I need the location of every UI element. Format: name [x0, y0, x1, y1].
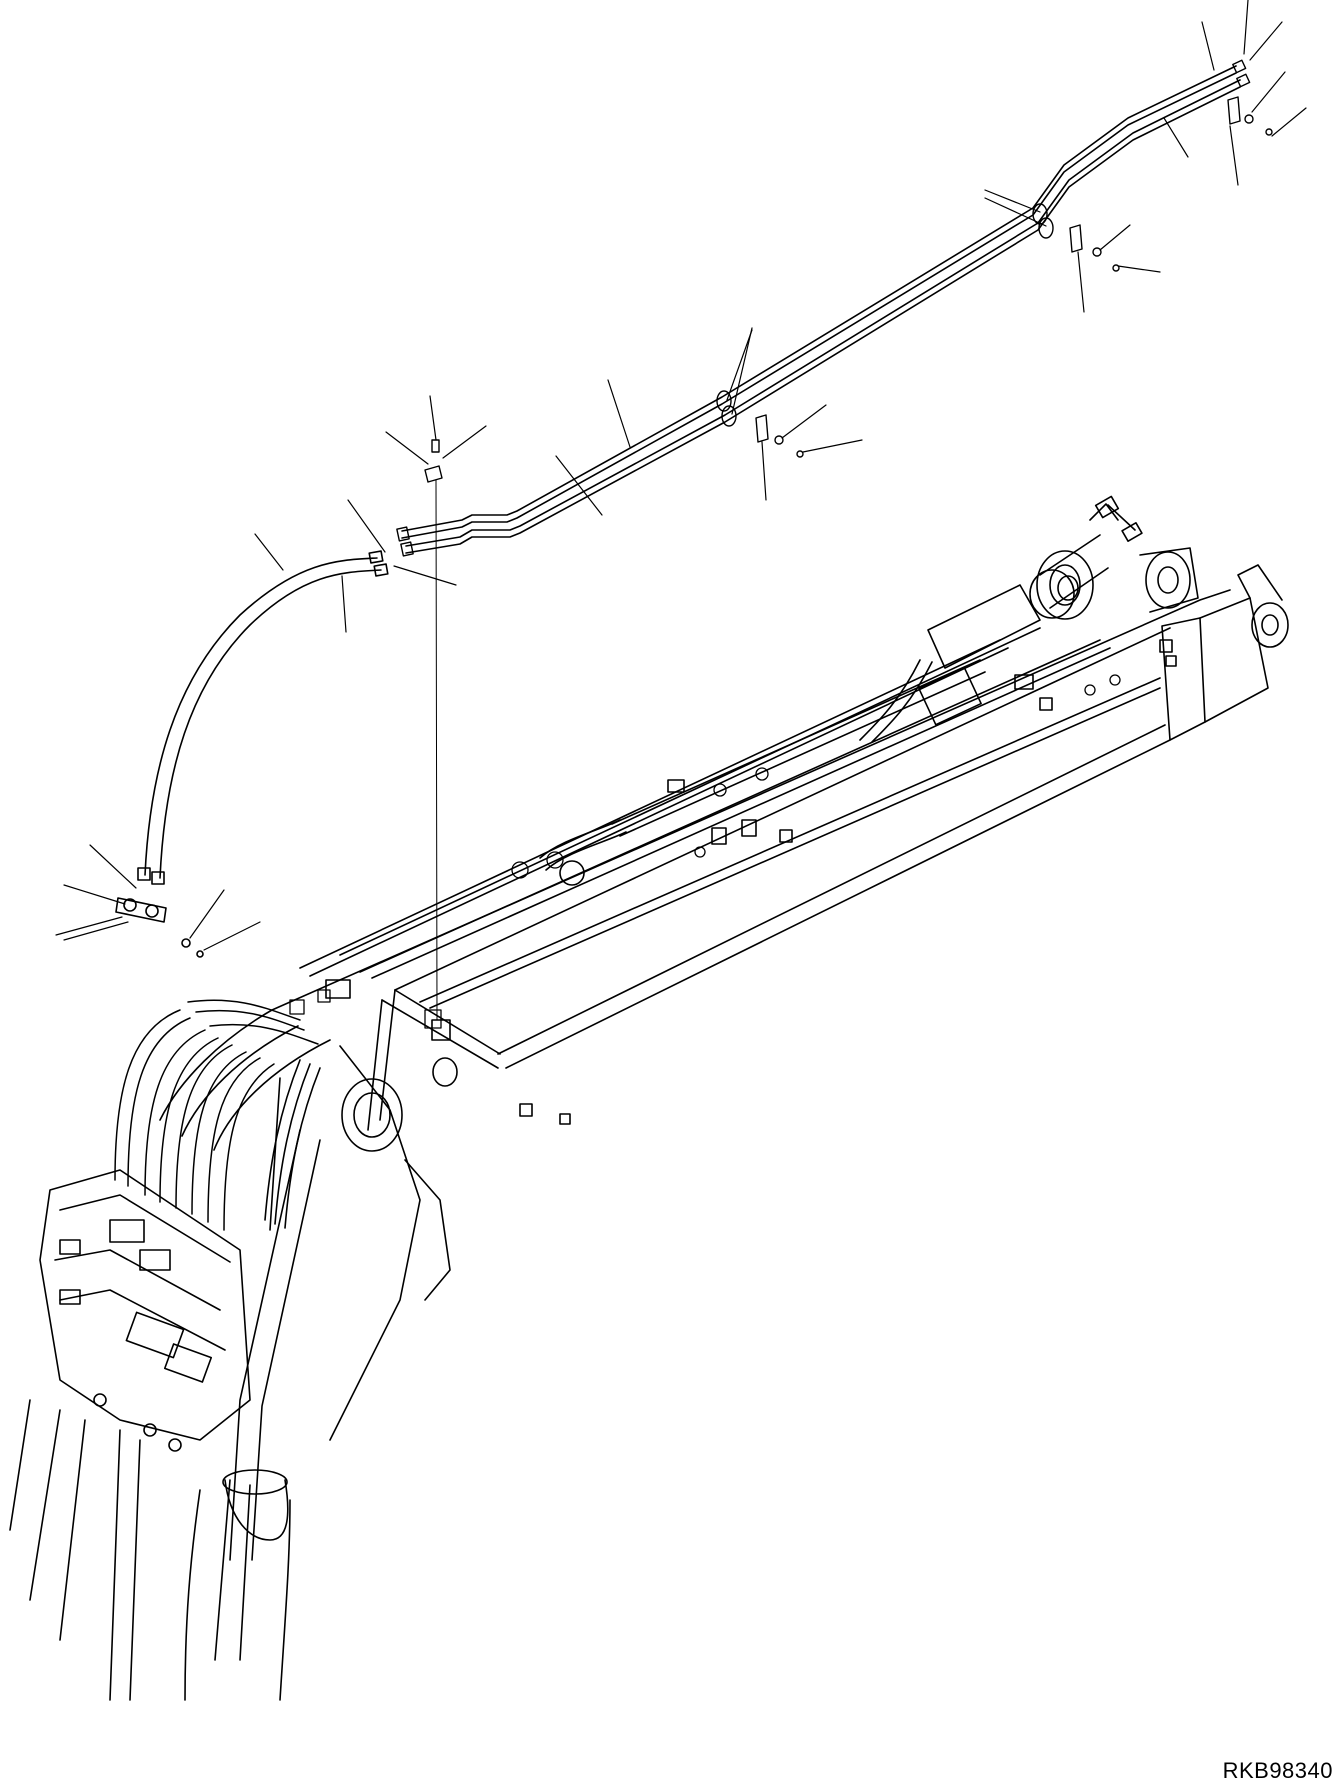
assembly-guide-line — [436, 480, 437, 1020]
boom-bottom-edge — [498, 725, 1165, 1054]
tube-upper-rail — [402, 66, 1236, 531]
flexible-hose — [116, 551, 388, 957]
hardware-details — [290, 675, 1120, 1028]
tube-lower-rail — [406, 80, 1240, 546]
tube-clamps — [717, 204, 1053, 426]
tube-end-fittings — [397, 60, 1250, 556]
clamp-brackets — [425, 97, 1272, 482]
leader-lines — [56, 0, 1306, 950]
hose-bundle-foot — [115, 1000, 318, 1230]
hydraulic-tube-assembly — [397, 60, 1272, 556]
boom-cylinder — [928, 585, 1040, 668]
drawing-reference-code: RKB98340 — [1222, 1758, 1333, 1783]
excavator-boom — [10, 496, 1288, 1700]
